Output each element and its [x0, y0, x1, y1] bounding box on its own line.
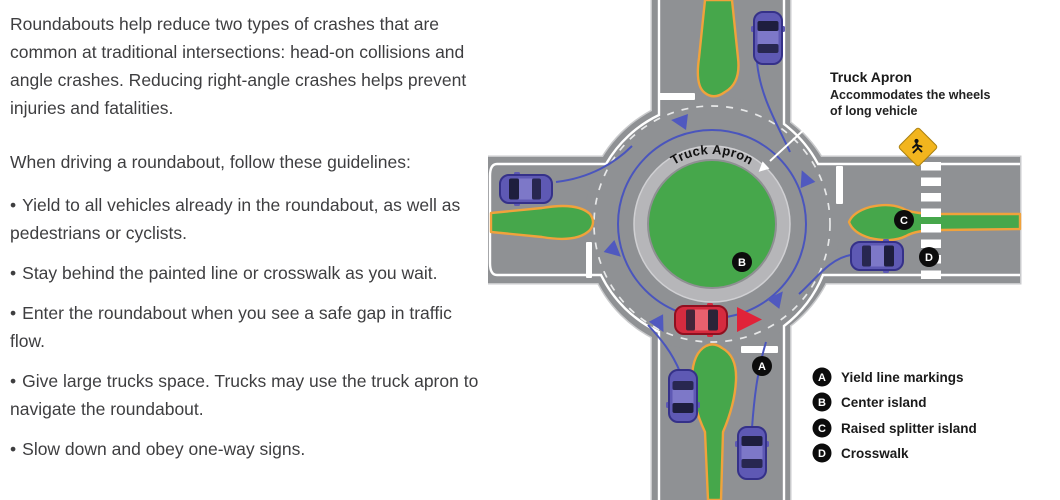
svg-text:Yield line markings: Yield line markings [841, 370, 964, 385]
splitter-island-east [847, 203, 1022, 242]
svg-text:D: D [925, 252, 933, 264]
bullet-enter: •Enter the roundabout when you see a saf… [10, 299, 488, 355]
bullet-dot: • [10, 303, 17, 323]
red-direction-arrow [737, 307, 762, 332]
legend: A Yield line markings B Center island C … [812, 367, 977, 463]
bullet-dot: • [10, 195, 17, 215]
callout-leader-arrow [758, 90, 847, 172]
splitter-islands [489, 0, 1022, 500]
marker-a-yield-line: A [752, 356, 772, 376]
svg-text:B: B [818, 397, 826, 409]
intro-paragraph: Roundabouts help reduce two types of cra… [10, 14, 467, 118]
bullet-yield: •Yield to all vehicles already in the ro… [10, 191, 488, 247]
yield-line-south [741, 346, 778, 353]
truck-apron-callout: Truck Apron Accommodates the wheels of l… [830, 69, 991, 118]
bullet-dot: • [10, 439, 17, 459]
car-exiting-south [666, 370, 700, 422]
callout-line2: of long vehicle [830, 104, 918, 118]
bullet-trucks: •Give large trucks space. Trucks may use… [10, 367, 488, 423]
center-island [647, 159, 777, 289]
bullet-enter-text: Enter the roundabout when you see a safe… [10, 303, 452, 351]
bullet-yield-text: Yield to all vehicles already in the rou… [10, 195, 461, 243]
svg-text:Center island: Center island [841, 395, 927, 410]
car-in-roundabout [675, 303, 727, 337]
legend-item-crosswalk: D Crosswalk [812, 443, 909, 463]
svg-text:A: A [818, 372, 826, 384]
bullet-slow-down: •Slow down and obey one-way signs. [10, 435, 488, 463]
svg-text:C: C [818, 423, 826, 435]
yield-line-east [836, 166, 843, 204]
text-panel: Roundabouts help reduce two types of cra… [10, 10, 488, 475]
guidelines-heading: When driving a roundabout, follow these … [10, 152, 411, 172]
yield-line-north [659, 93, 695, 100]
bullet-trucks-text: Give large trucks space. Trucks may use … [10, 371, 479, 419]
marker-c-splitter-island: C [894, 210, 914, 230]
svg-text:C: C [900, 215, 908, 227]
svg-text:D: D [818, 448, 826, 460]
legend-item-splitter-island: C Raised splitter island [812, 418, 977, 438]
bullet-dot: • [10, 263, 17, 283]
legend-item-yield-line: A Yield line markings [812, 367, 964, 387]
yield-line-west [586, 242, 592, 278]
svg-text:A: A [758, 361, 766, 373]
splitter-island-west [489, 204, 595, 241]
car-exiting-east [851, 239, 903, 273]
yield-line-markings [586, 93, 843, 353]
splitter-island-north [696, 0, 740, 98]
pedestrian-crossing-sign-icon [898, 127, 938, 167]
road-edge-lines [488, 0, 1020, 500]
svg-text:Raised splitter island: Raised splitter island [841, 421, 977, 436]
car-exiting-west [500, 172, 552, 206]
callout-line1: Accommodates the wheels [830, 88, 991, 102]
diagram-markers: A B C D [732, 210, 939, 376]
truck-path-dashed-line [593, 105, 831, 343]
callout-title: Truck Apron [830, 69, 912, 85]
roundabout-diagram: Truck Apron [488, 0, 1022, 500]
svg-text:Crosswalk: Crosswalk [841, 446, 909, 461]
bullet-dot: • [10, 371, 17, 391]
legend-item-center-island: B Center island [812, 392, 927, 412]
bullet-stay-behind-text: Stay behind the painted line or crosswal… [22, 263, 438, 283]
bullet-slow-down-text: Slow down and obey one-way signs. [22, 439, 306, 459]
marker-b-center-island: B [732, 252, 752, 272]
bullet-stay-behind: •Stay behind the painted line or crosswa… [10, 259, 488, 287]
car-exiting-north [751, 12, 785, 64]
svg-text:B: B [738, 257, 746, 269]
car-entering-south [735, 427, 769, 479]
marker-d-crosswalk: D [919, 247, 939, 267]
